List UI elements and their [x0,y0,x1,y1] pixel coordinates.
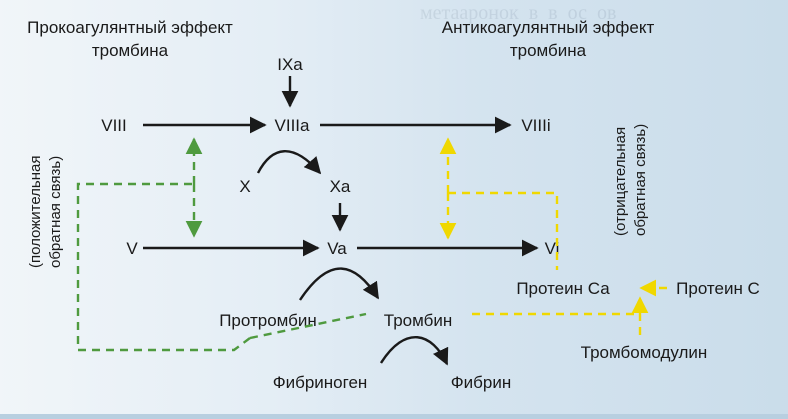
node-IXa: IXa [277,55,303,74]
positive-feedback-path [76,182,251,352]
positive-feedback-from-thrombin [249,312,367,340]
arrow-X-to-Xa [256,150,322,175]
node-protein-ca: Протеин Са [516,279,610,298]
negative-feedback-path [448,191,559,270]
node-X: X [239,177,250,196]
node-Vi: Vi [545,239,560,258]
anticoag-title-line1: Антикоагулянтный эффект [442,18,655,37]
positive-feedback-label: (положительная обратная связь) [27,156,64,269]
procoag-title-line1: Прокоагулянтный эффект [27,18,233,37]
svg-text:обратная связь): обратная связь) [47,156,64,268]
node-VIII: VIII [101,116,127,135]
node-VIIIa: VIIIa [275,116,311,135]
node-protein-c: Протеин С [676,279,760,298]
svg-text:обратная связь): обратная связь) [632,124,649,236]
arrow-fibrinogen-to-fibrin [379,336,449,366]
negative-feedback-label: (отрицательная обратная связь) [612,124,649,236]
node-prothrombin: Протромбин [219,311,317,330]
node-fibrin: Фибрин [451,373,512,392]
node-thrombomodulin: Тромбомодулин [581,343,708,362]
procoag-title-line2: тромбина [92,41,169,60]
node-Xa: Xa [330,177,351,196]
anticoag-title-line2: тромбина [510,41,587,60]
node-thrombin: Тромбин [384,311,452,330]
svg-text:(положительная: (положительная [27,156,44,269]
node-fibrinogen: Фибриноген [273,373,368,392]
node-Va: Va [327,239,347,258]
node-V: V [126,239,138,258]
arrow-prothrombin-to-thrombin [299,267,380,301]
node-VIIIi: VIIIi [521,116,550,135]
svg-text:(отрицательная: (отрицательная [612,127,629,236]
